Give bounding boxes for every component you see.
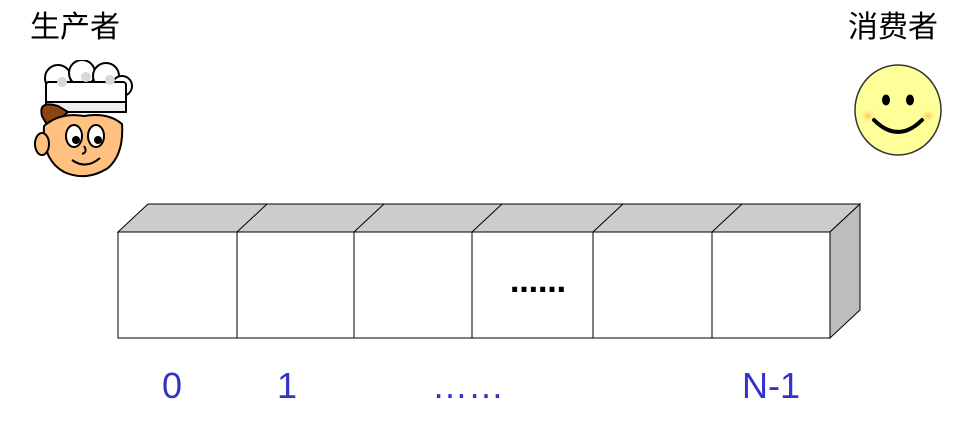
index-label-second: 1 bbox=[276, 365, 298, 406]
index-label-first: 0 bbox=[161, 365, 183, 406]
buffer-slot bbox=[592, 231, 713, 339]
index-label-ellipsis: …… bbox=[432, 365, 504, 406]
smiley-icon bbox=[852, 62, 944, 158]
buffer-slot bbox=[471, 231, 594, 339]
buffer-slot bbox=[711, 231, 831, 339]
buffer-slot-ellipsis: …… bbox=[510, 266, 566, 299]
index-label-last: N-1 bbox=[741, 365, 801, 406]
buffer-slot bbox=[236, 231, 355, 339]
buffer-slot bbox=[117, 231, 238, 339]
producer-label: 生产者 bbox=[30, 10, 120, 45]
buffer-top-face bbox=[116, 203, 862, 233]
chef-icon bbox=[28, 59, 136, 182]
consumer-label: 消费者 bbox=[848, 10, 938, 45]
buffer-top-dividers bbox=[236, 203, 743, 233]
buffer-slot bbox=[353, 231, 473, 339]
